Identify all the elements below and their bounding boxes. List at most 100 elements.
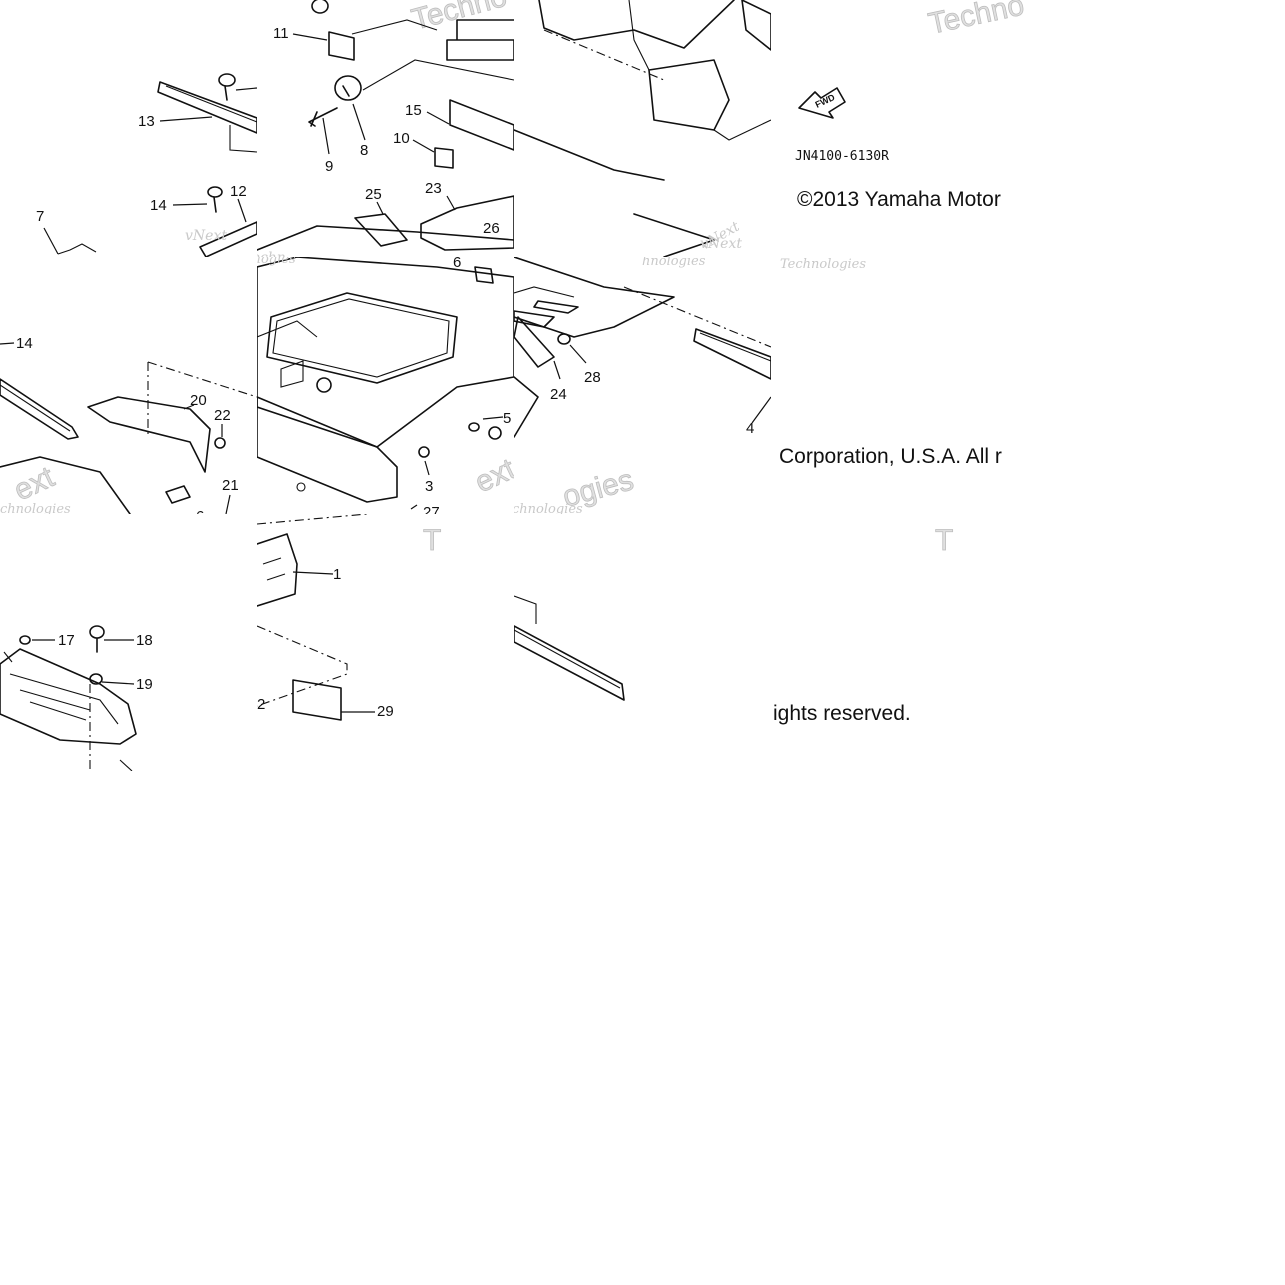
callout-24: 24 [550, 386, 567, 403]
side-panel [741, 0, 771, 51]
cargo-bed-1 [257, 257, 514, 448]
watermark-frag-4: hnologies [642, 257, 706, 269]
callout-3: 3 [425, 478, 433, 495]
callout-12: 12 [230, 183, 247, 200]
callout-19: 19 [136, 676, 153, 693]
cap-8 [334, 75, 362, 101]
callout-29: 29 [377, 703, 394, 720]
screw-17 [19, 635, 31, 645]
copyright-top: ©2013 Yamaha Motor [797, 188, 1001, 211]
callout-8: 8 [360, 142, 368, 159]
tile-copyright-bottom: T ights reserved. [771, 514, 1028, 771]
tile-top-right: vNext [514, 0, 771, 257]
callout-25: 25 [365, 186, 382, 203]
bolt-18 [89, 625, 105, 653]
grommet-3 [418, 446, 430, 458]
screw-top [218, 73, 236, 101]
screw-22 [214, 437, 226, 449]
callout-18: 18 [136, 632, 153, 649]
tile-bottom-right-drawing [514, 595, 625, 701]
bracket-pair [514, 300, 579, 328]
callout-14-top: 14 [150, 197, 167, 214]
pad-29 [292, 679, 342, 721]
callout-23: 23 [425, 180, 442, 197]
callout-20: 20 [190, 392, 207, 409]
callout-10: 10 [393, 130, 410, 147]
tile-metadata: Techno FWD JN4100-6130R ©2013 Yamaha Mot… [771, 0, 1028, 257]
callout-14-left: 14 [16, 335, 33, 352]
watermark-chnologies-2: chnologies [514, 502, 583, 514]
copyright-middle: Corporation, U.S.A. All r [779, 445, 1002, 468]
tile-metadata-drawing: Techno FWD JN4100-6130R ©2013 Yamaha Mot… [795, 0, 1027, 211]
tile-center-drawing: 3 5 6 16 27 ologies ext [257, 257, 514, 514]
tile-bottom-left: 17 18 19 [0, 514, 257, 771]
callout-7: 7 [36, 208, 44, 225]
callout-6-left: 6 [196, 508, 204, 514]
clip-6 [165, 485, 191, 504]
tile-top-left: 13 14 12 7 vNext [0, 0, 257, 257]
tile-middle-right: 24 28 4 chnologies ogies hnologies [514, 257, 771, 514]
watermark-frag: vNext Techn [257, 250, 286, 257]
floor-panel [0, 456, 131, 514]
cargo-bed-top [257, 225, 514, 251]
callout-15: 15 [405, 102, 422, 119]
seat-cushion [648, 59, 730, 131]
tile-copyright-middle-drawing: Corporation, U.S.A. All r [779, 445, 1002, 468]
tile-copyright-bottom-drawing: T ights reserved. [773, 524, 954, 725]
watermark-t-2: T [935, 524, 953, 557]
tile-bottom-center-drawing: 1 29 2 T [257, 514, 442, 721]
box-edge [446, 19, 514, 61]
floor-tray [0, 648, 137, 745]
tile-center: 3 5 6 16 27 ologies ext [257, 257, 514, 514]
callout-21: 21 [222, 477, 239, 494]
screw-14 [207, 186, 223, 213]
weatherstrip-14 [0, 378, 79, 440]
nut-28 [557, 333, 571, 345]
panel-20 [87, 396, 211, 473]
watermark-vnext-1: vNext [185, 228, 227, 244]
callout-1: 1 [333, 566, 341, 583]
tile-bottom-right [514, 514, 771, 771]
pad-10 [434, 147, 454, 169]
callout-5: 5 [503, 410, 511, 427]
tile-top-center-drawing: Techno 11 8 9 15 10 25 23 [257, 0, 514, 257]
washer-19 [89, 673, 103, 685]
bumper [257, 396, 398, 503]
mat-edge [633, 213, 715, 257]
weatherstrip-long [514, 625, 625, 701]
watermark-chnologies-1: chnologies [0, 502, 71, 514]
weatherstrip-4 [693, 328, 771, 380]
plate-25 [354, 213, 408, 247]
callout-2: 2 [257, 696, 265, 713]
callout-6-center: 6 [453, 257, 461, 271]
callout-13: 13 [138, 113, 155, 130]
callout-9: 9 [325, 158, 333, 175]
tile-middle-left: 14 20 22 21 6 chnologies ext [0, 257, 257, 514]
rivet-9 [308, 107, 338, 127]
callout-27: 27 [423, 504, 440, 514]
callout-28: 28 [584, 369, 601, 386]
callout-11: 11 [273, 25, 289, 42]
seat-support [538, 0, 735, 49]
tile-middle-left-drawing: 14 20 22 21 6 chnologies ext [0, 335, 257, 514]
clip-6-center [474, 266, 494, 284]
watermark-vnext-3: vNext [700, 236, 742, 252]
tile-top-right-drawing: vNext [514, 0, 771, 257]
latch [316, 377, 332, 393]
weatherstrip-12 [199, 221, 257, 257]
gusset-24 [514, 316, 555, 368]
weatherstrip-13 [157, 81, 257, 134]
panel-15 [449, 99, 514, 151]
drawing-code: JN4100-6130R [795, 149, 889, 164]
frame-line [514, 129, 665, 181]
label-11 [328, 31, 355, 61]
tile-top-center: Techno 11 8 9 15 10 25 23 [257, 0, 514, 257]
grommet-top [311, 0, 329, 14]
watermark-t-1: T [423, 524, 441, 557]
tile-copyright-middle: Corporation, U.S.A. All r [771, 257, 1028, 514]
tile-top-left-drawing: 13 14 12 7 vNext [36, 73, 257, 257]
callout-17: 17 [58, 632, 75, 649]
tile-bottom-left-drawing: 17 18 19 [0, 625, 153, 771]
mat-23 [420, 195, 514, 251]
